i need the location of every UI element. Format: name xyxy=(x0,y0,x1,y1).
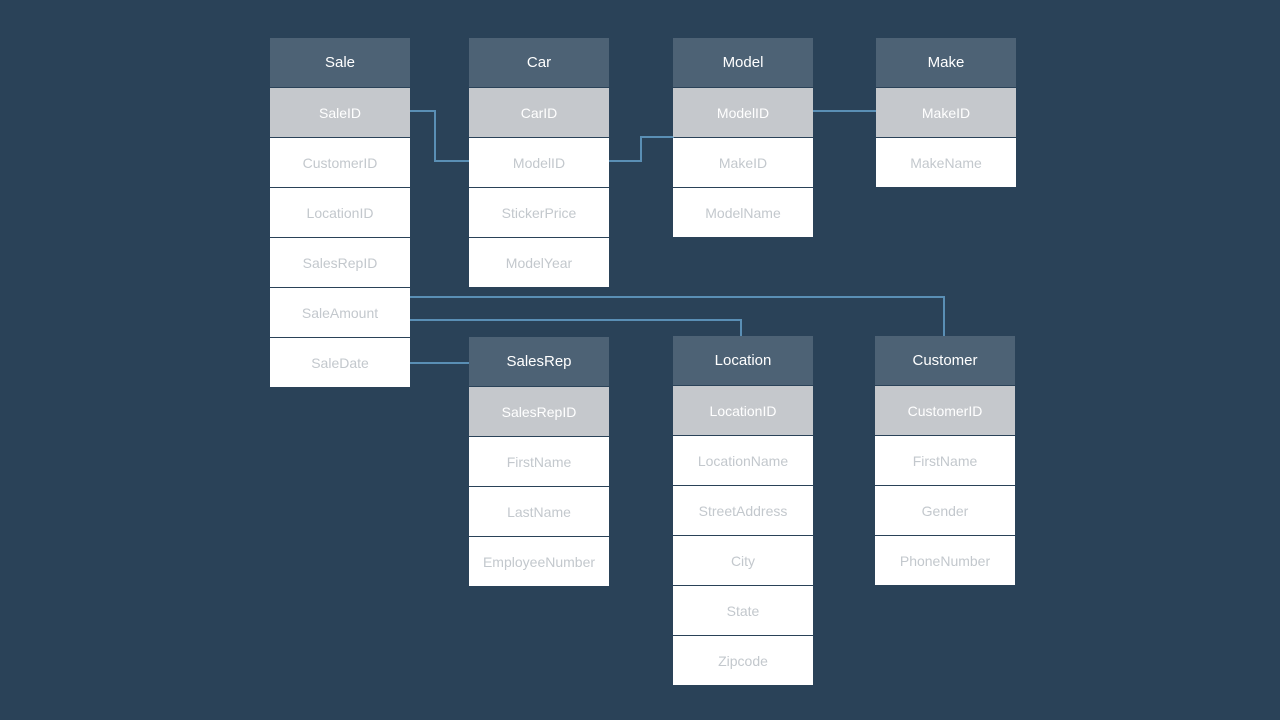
table-model-title: Model xyxy=(673,38,813,87)
field-locationname: LocationName xyxy=(673,436,813,485)
table-salesrep: SalesRep SalesRepID FirstName LastName E… xyxy=(469,337,609,587)
field-salesrepid: SalesRepID xyxy=(270,238,410,287)
field-city: City xyxy=(673,536,813,585)
field-gender: Gender xyxy=(875,486,1015,535)
field-makeid: MakeID xyxy=(673,138,813,187)
table-car: Car CarID ModelID StickerPrice ModelYear xyxy=(469,38,609,288)
field-firstname: FirstName xyxy=(469,437,609,486)
table-location: Location LocationID LocationName StreetA… xyxy=(673,336,813,686)
field-state: State xyxy=(673,586,813,635)
table-make-title: Make xyxy=(876,38,1016,87)
connector-sale-customer xyxy=(410,296,945,337)
field-customerid: CustomerID xyxy=(875,386,1015,435)
table-make: Make MakeID MakeName xyxy=(876,38,1016,188)
connector-sale-location xyxy=(410,319,742,337)
field-saleamount: SaleAmount xyxy=(270,288,410,337)
field-firstname: FirstName xyxy=(875,436,1015,485)
field-salesrepid: SalesRepID xyxy=(469,387,609,436)
table-model: Model ModelID MakeID ModelName xyxy=(673,38,813,238)
field-makeid: MakeID xyxy=(876,88,1016,137)
field-phonenumber: PhoneNumber xyxy=(875,536,1015,585)
field-carid: CarID xyxy=(469,88,609,137)
field-modelid: ModelID xyxy=(673,88,813,137)
field-locationid: LocationID xyxy=(673,386,813,435)
field-streetaddress: StreetAddress xyxy=(673,486,813,535)
field-modelyear: ModelYear xyxy=(469,238,609,287)
connector-car-modelid-model-modelid xyxy=(608,136,674,162)
connector-saleid-modelid xyxy=(403,110,470,162)
table-location-title: Location xyxy=(673,336,813,385)
field-modelid: ModelID xyxy=(469,138,609,187)
table-sale: Sale SaleID CustomerID LocationID SalesR… xyxy=(270,38,410,388)
table-sale-title: Sale xyxy=(270,38,410,87)
field-saleid: SaleID xyxy=(270,88,410,137)
field-lastname: LastName xyxy=(469,487,609,536)
field-employeenumber: EmployeeNumber xyxy=(469,537,609,586)
table-salesrep-title: SalesRep xyxy=(469,337,609,386)
field-customerid: CustomerID xyxy=(270,138,410,187)
field-zipcode: Zipcode xyxy=(673,636,813,685)
table-customer: Customer CustomerID FirstName Gender Pho… xyxy=(875,336,1015,586)
field-saledate: SaleDate xyxy=(270,338,410,387)
field-stickerprice: StickerPrice xyxy=(469,188,609,237)
field-locationid: LocationID xyxy=(270,188,410,237)
field-makename: MakeName xyxy=(876,138,1016,187)
field-modelname: ModelName xyxy=(673,188,813,237)
table-car-title: Car xyxy=(469,38,609,87)
table-customer-title: Customer xyxy=(875,336,1015,385)
